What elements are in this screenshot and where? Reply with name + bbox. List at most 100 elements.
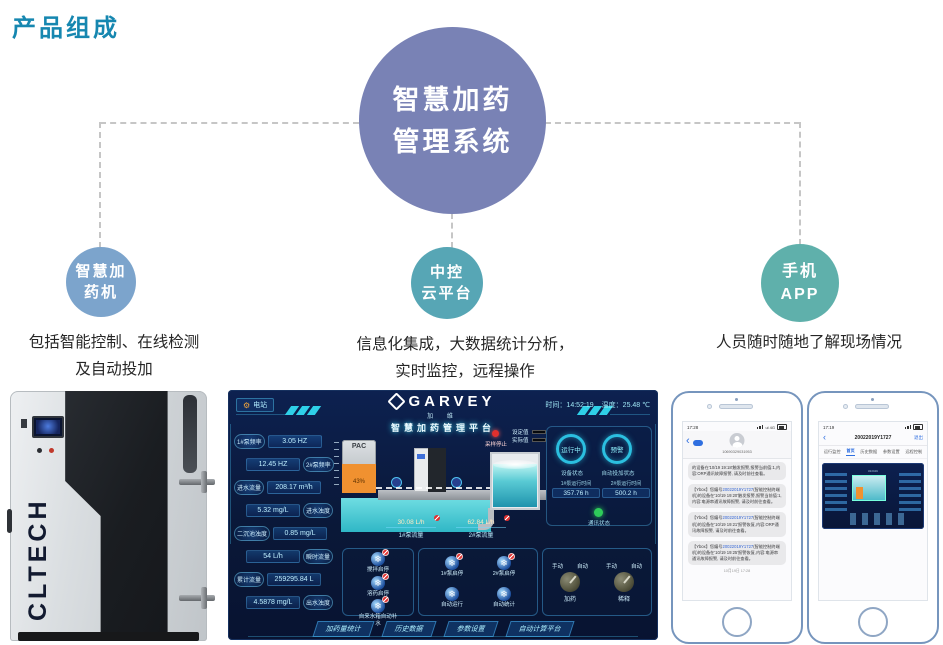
knob-mode-labels: 手动 自动 — [602, 562, 646, 570]
connector-vertical-right — [799, 122, 801, 245]
machine-base — [18, 632, 199, 641]
node-description-line: 及自动投加 — [75, 361, 153, 378]
water-foam — [493, 460, 537, 469]
status-icons — [904, 424, 923, 430]
knob-label: 加药 — [563, 596, 576, 603]
knob-block: 手动自动加药 — [548, 562, 592, 603]
machine-body: CLTECH — [10, 391, 207, 641]
thumb-title: ▭▭▭ — [868, 469, 878, 473]
pump-button-label: 溶药启停 — [366, 590, 389, 597]
sms-message: 【Ybox】您编号20022019Y1727(智能控制终端机)的设备在'10/1… — [688, 484, 786, 509]
alarm-badge-icon — [382, 549, 389, 556]
signal-icon — [756, 425, 764, 429]
signal-icon — [904, 425, 911, 429]
thumb-left-metrics — [825, 473, 847, 511]
alarm-badge-icon — [382, 572, 389, 580]
unread-badge — [693, 440, 703, 446]
pump1-runtime-value: 357.76 h — [552, 488, 600, 498]
metric-label: 2#泵频率 — [303, 457, 334, 472]
knob-mode-labels: 手动自动 — [548, 562, 592, 570]
rotary-knob — [560, 571, 580, 592]
status-bar: 17:19 — [819, 422, 927, 431]
pump-button-label: 自来水箱自动补水 — [358, 614, 398, 627]
platform-title: 智慧加药管理平台 — [390, 423, 495, 433]
machine-button — [21, 419, 27, 428]
machine-pipe-fitting — [179, 471, 215, 493]
knob-block: 手动 自动稀释 — [602, 562, 646, 603]
water-pool — [341, 498, 491, 532]
machine-indicator-dark — [37, 448, 42, 453]
metric-value: 12.45 HZ — [246, 458, 300, 471]
rotary-knob — [614, 571, 634, 592]
warning-status-label: 自动投加状态 — [601, 471, 635, 477]
phone-front-camera-icon — [843, 404, 848, 409]
pump1-flow-value: 30.08 L/h — [386, 515, 440, 528]
app-screen: 17:19 ‹ 20022019Y1727 退出 运行监控首页历史数据参数设置远… — [818, 421, 928, 601]
node-dosing-machine: 智慧加 药机 — [66, 247, 136, 317]
app-tab: 历史数据 — [860, 448, 878, 454]
app-tab: 首页 — [846, 448, 855, 456]
pump1-flow: 30.08 L/h 1#泵流量 — [386, 515, 440, 539]
metric-label: 瞬时流量 — [303, 549, 334, 564]
sms-message: 【Ybox】您编号20022019Y1727(智能控制终端机)的设备在'10/1… — [688, 512, 786, 537]
message-device-link: 20022019Y1727 — [722, 515, 754, 521]
network-label: ul 4G — [765, 424, 775, 430]
sms-message: 的设备在'10/19 19:18'触发报警,报警当前值:1,内容:ORP通讯故障… — [688, 462, 786, 481]
machine-pipe-fitting — [179, 587, 215, 609]
pump-graphic-1 — [392, 478, 401, 487]
cabinet-screen — [417, 454, 425, 459]
connector-horizontal-left — [100, 122, 359, 124]
tank-scale-ticks — [334, 442, 339, 490]
pump-control-group-2: ❄1#泵启停❄2#泵启停❄自动运行❄自动统计 — [418, 548, 538, 616]
description-dosing-machine: 包括智能控制、在线检测及自动投加 — [0, 329, 228, 383]
dashboard-time-temp: 时间：14:52:19 温度：25.48 ℃ — [545, 400, 650, 410]
phone-camera-icon — [871, 398, 874, 401]
manual-label: 手动 — [606, 563, 618, 570]
pump-impeller-icon: ❄ — [497, 552, 515, 570]
legend-label: 设定值 — [512, 430, 529, 436]
gear-icon: ⚙ — [243, 400, 251, 410]
dashboard-header: GARVEY 加 维 智慧加药管理平台 — [228, 392, 658, 434]
aeration-water — [493, 464, 537, 507]
thumb-tank — [856, 487, 863, 499]
pump1-flow-label: 1#泵流量 — [398, 533, 424, 539]
pump-button: ❄自动统计 — [483, 586, 525, 609]
pump2-flow-value: 62.84 L/h — [456, 515, 510, 528]
sms-header: ‹ 10690329031953 — [683, 431, 791, 459]
machine-side-trim — [183, 395, 197, 473]
no-flow-icon — [434, 515, 440, 521]
pump2-flow: 62.84 L/h 2#泵流量 — [456, 515, 510, 539]
phone-speaker — [719, 404, 753, 409]
dashboard-nav-tab: 自动计算平台 — [504, 621, 575, 637]
alarm-badge-icon — [456, 552, 463, 560]
sms-footer-timestamp: 10月19日 17:28 — [723, 569, 751, 574]
pump-impeller-icon: ❄ — [371, 549, 389, 566]
connector-horizontal-right — [545, 122, 800, 124]
alarm-label: 采样停止 — [484, 442, 507, 448]
tank-label: PAC — [351, 443, 367, 450]
equipment-platform — [378, 490, 546, 500]
page-title: 产品组成 — [12, 15, 120, 42]
knob-label: 稀释 — [617, 596, 630, 603]
dashboard-bottom-nav: 加药量统计历史数据参数设置自动计算平台 — [228, 621, 658, 637]
pump-impeller-icon: ❄ — [445, 552, 463, 570]
status-time: 17:19 — [823, 424, 835, 430]
setpoint-legend: 设定值实际值 — [512, 428, 546, 444]
status-time: 17:28 — [687, 424, 699, 430]
pump-impeller-icon: ❄ — [371, 596, 389, 614]
phone-front-camera-icon — [707, 404, 712, 409]
node-description-line: 实时监控，远程操作 — [395, 363, 535, 380]
device-status-ring: 运行中 — [556, 434, 586, 464]
app-tab: 参数设置 — [882, 448, 900, 454]
exit-button-label: 退出 — [914, 435, 923, 440]
legend-bar — [531, 430, 546, 434]
status-icons: ul 4G — [756, 424, 787, 430]
no-flow-icon — [504, 515, 510, 521]
metric-value: 4.5878 mg/L — [246, 596, 300, 609]
auto-label: 自动 — [630, 563, 642, 570]
